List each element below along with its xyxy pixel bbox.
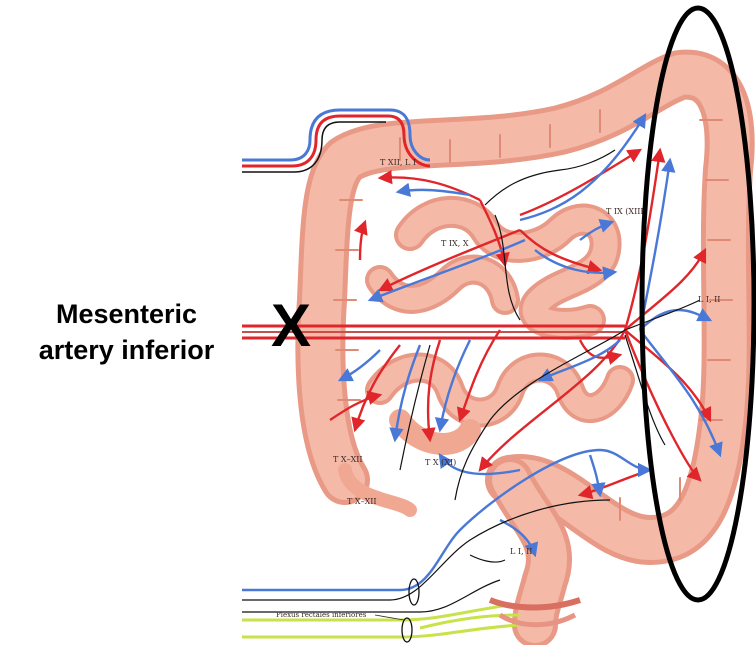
label-l1-2-bottom: L I, II — [510, 547, 532, 556]
label-t10-12-b: T X–XII — [347, 497, 377, 506]
label-t9-10: T IX, X — [441, 239, 469, 248]
annotation-title: Mesenteric artery inferior — [14, 296, 239, 368]
label-t10-11: T X (XI) — [425, 458, 456, 467]
label-t9-12: T IX (XIII) — [606, 207, 647, 216]
x-mark: X — [271, 296, 311, 356]
artery-branches — [330, 150, 710, 495]
label-t10-12-a: T X–XII — [333, 455, 363, 464]
label-plexus: Plexus rectales inferiores — [276, 611, 367, 619]
label-l1-2-right: L I, II — [698, 295, 720, 304]
plexus-nerves — [242, 605, 520, 637]
annotation-title-line1: Mesenteric — [14, 296, 239, 332]
label-t12-l1: T XII, L I — [380, 158, 416, 167]
annotation-title-line2: artery inferior — [14, 332, 239, 368]
